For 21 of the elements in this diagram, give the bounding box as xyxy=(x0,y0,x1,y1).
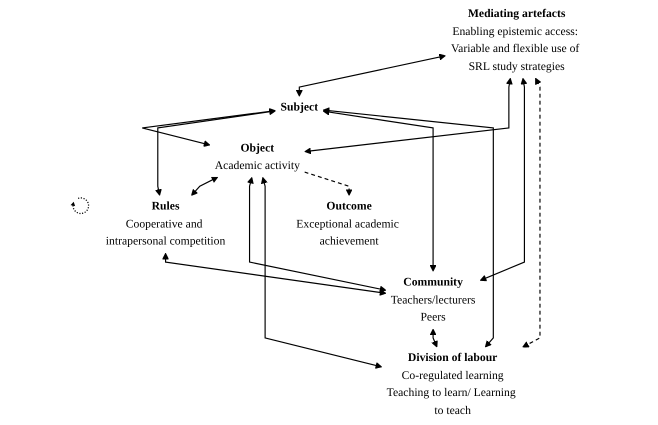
arrow xyxy=(522,78,542,348)
node-text: Subject xyxy=(280,101,318,114)
node-text: Rules Cooperative and intrapersonal competition xyxy=(106,200,226,248)
arrow xyxy=(142,108,276,147)
arrow xyxy=(162,252,386,296)
node-text: Community Teachers/lecturers Peers xyxy=(390,276,476,324)
node-text: Outcome Exceptional academic achievement xyxy=(296,200,399,248)
arrow xyxy=(322,108,436,272)
arrow xyxy=(260,176,382,369)
node-text: Mediating artefacts Enabling epistemic access: Variable and flexible use of SRL study strategies xyxy=(451,8,580,73)
arrow xyxy=(304,78,513,154)
node-text: Object Academic activity xyxy=(214,142,300,172)
arrow xyxy=(296,54,446,97)
arrow xyxy=(304,172,353,196)
arrow xyxy=(247,176,386,292)
arrow xyxy=(155,108,276,196)
arrow xyxy=(430,328,438,348)
node-text: Division of labour Co-regulated learning Teaching to learn/ Learning to teach xyxy=(386,352,516,417)
arrow xyxy=(191,176,218,196)
arrow xyxy=(480,78,528,282)
arrow xyxy=(322,107,494,348)
